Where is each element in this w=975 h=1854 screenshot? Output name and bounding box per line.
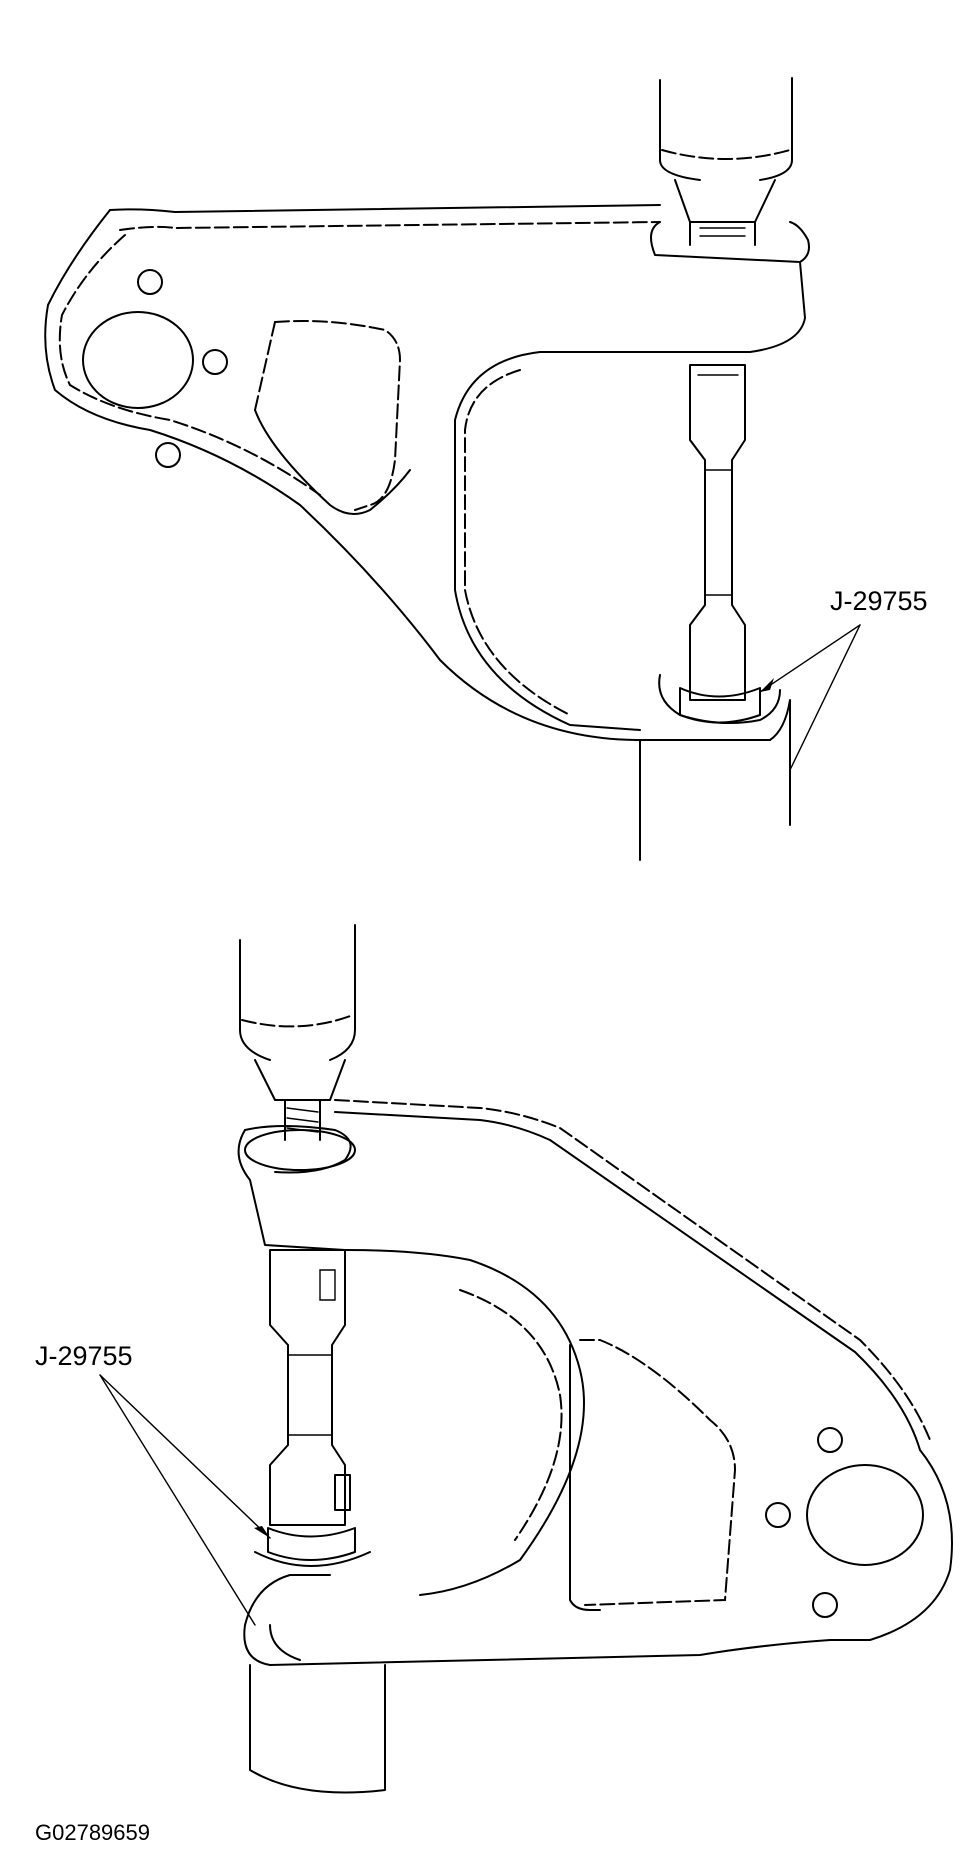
top-callout: J-29755 [759,586,928,771]
top-tool-j29755 [679,364,761,724]
bottom-control-arm [237,1099,953,1794]
bottom-callout: J-29755 [35,1341,271,1626]
figure-code: G02789659 [35,1820,150,1845]
bottom-press-ram [239,924,356,1141]
bottom-tool-j29755 [254,1249,371,1567]
top-assembly: J-29755 [44,77,928,861]
top-press-ram [659,77,793,246]
bottom-assembly: J-29755 [35,924,953,1794]
bottom-tool-label: J-29755 [35,1341,133,1371]
top-control-arm [44,204,810,861]
top-tool-label: J-29755 [830,586,928,616]
